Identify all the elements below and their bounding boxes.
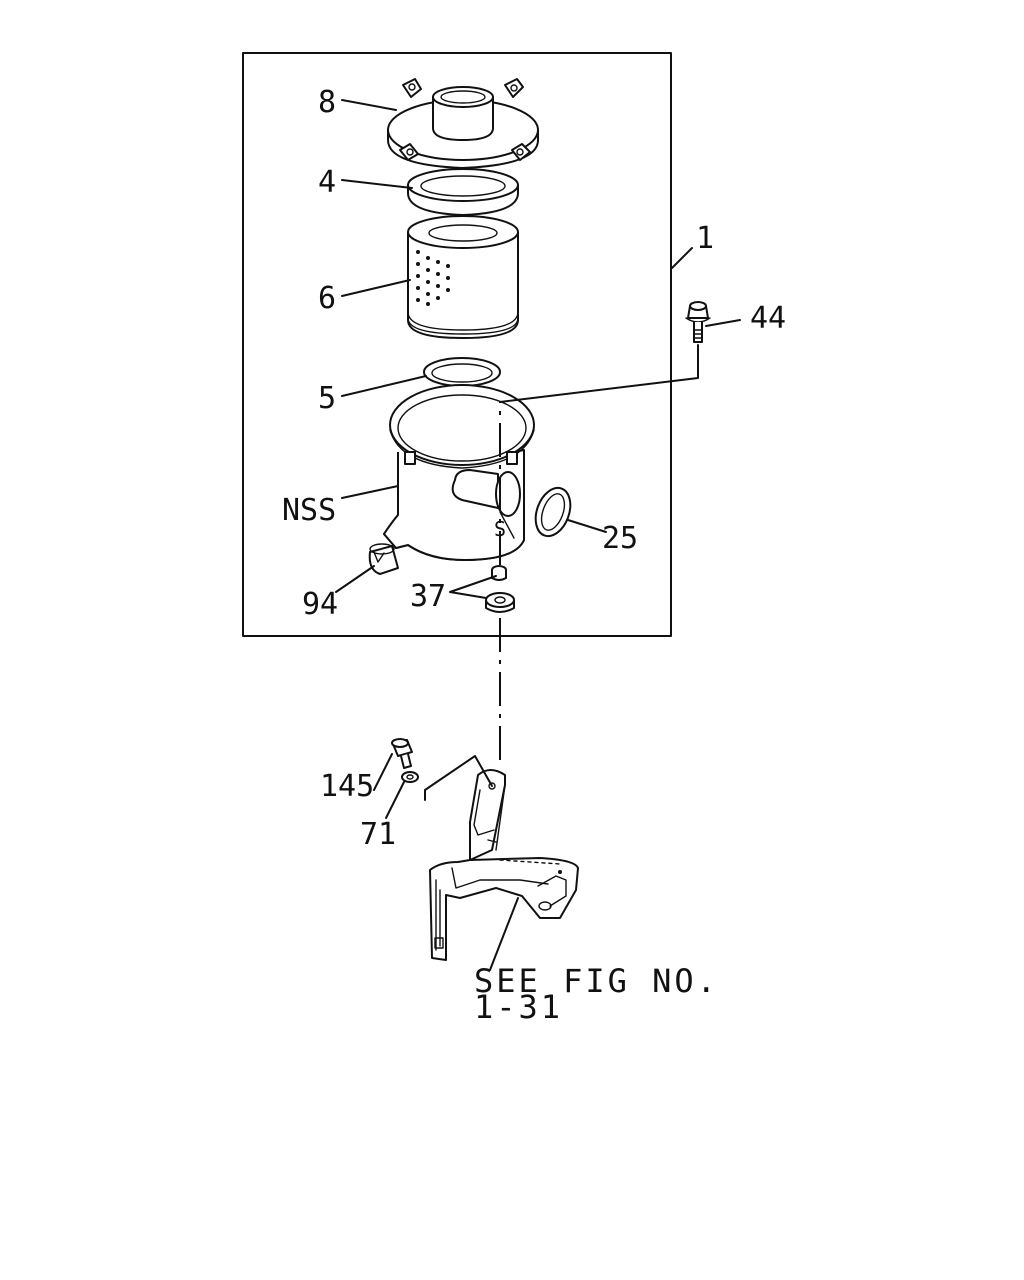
housing-body: S xyxy=(383,384,535,561)
leader-1 xyxy=(671,247,693,269)
callout-94: 94 xyxy=(302,587,338,622)
svg-text:S: S xyxy=(494,517,506,541)
leader-145 xyxy=(373,753,393,791)
leader-37 xyxy=(449,575,497,599)
leader-71 xyxy=(385,781,405,819)
leader-see-fig xyxy=(489,897,519,971)
leader-25 xyxy=(567,519,607,533)
see-fig-note-line2: 1-31 xyxy=(474,988,563,1026)
bolt-connection-line xyxy=(499,344,699,403)
perforation-dots xyxy=(416,250,450,306)
clamp-ring-part xyxy=(534,486,572,538)
callout-145: 145 xyxy=(320,769,374,804)
filter-element-part xyxy=(407,215,519,339)
callout-37: 37 xyxy=(410,579,446,614)
leader-5 xyxy=(341,375,427,397)
cover-part xyxy=(387,78,539,169)
callout-25: 25 xyxy=(602,521,638,556)
callout-44: 44 xyxy=(750,301,786,336)
assembly-box xyxy=(242,52,672,637)
bracket-part xyxy=(429,769,579,961)
leader-8 xyxy=(341,99,397,111)
callout-6: 6 xyxy=(318,281,336,316)
washer-part xyxy=(401,771,419,783)
leader-44 xyxy=(705,319,741,327)
seal-ring-part xyxy=(407,168,519,216)
callout-8: 8 xyxy=(318,85,336,120)
screw-part xyxy=(391,738,413,769)
drain-valve-part xyxy=(368,543,399,575)
leader-6 xyxy=(341,279,411,297)
o-ring-part xyxy=(423,357,501,387)
leader-nss xyxy=(341,485,399,499)
bolt-part xyxy=(685,301,711,343)
leader-4 xyxy=(341,179,413,189)
callout-1: 1 xyxy=(696,221,714,256)
callout-71: 71 xyxy=(360,817,396,852)
callout-nss: NSS xyxy=(282,493,336,528)
screw-connection-line xyxy=(424,755,493,801)
see-fig-note-line1: SEE FIG NO. xyxy=(474,962,719,1000)
bushing-part xyxy=(485,565,515,613)
callout-4: 4 xyxy=(318,165,336,200)
leader-94 xyxy=(335,565,375,593)
callout-5: 5 xyxy=(318,381,336,416)
